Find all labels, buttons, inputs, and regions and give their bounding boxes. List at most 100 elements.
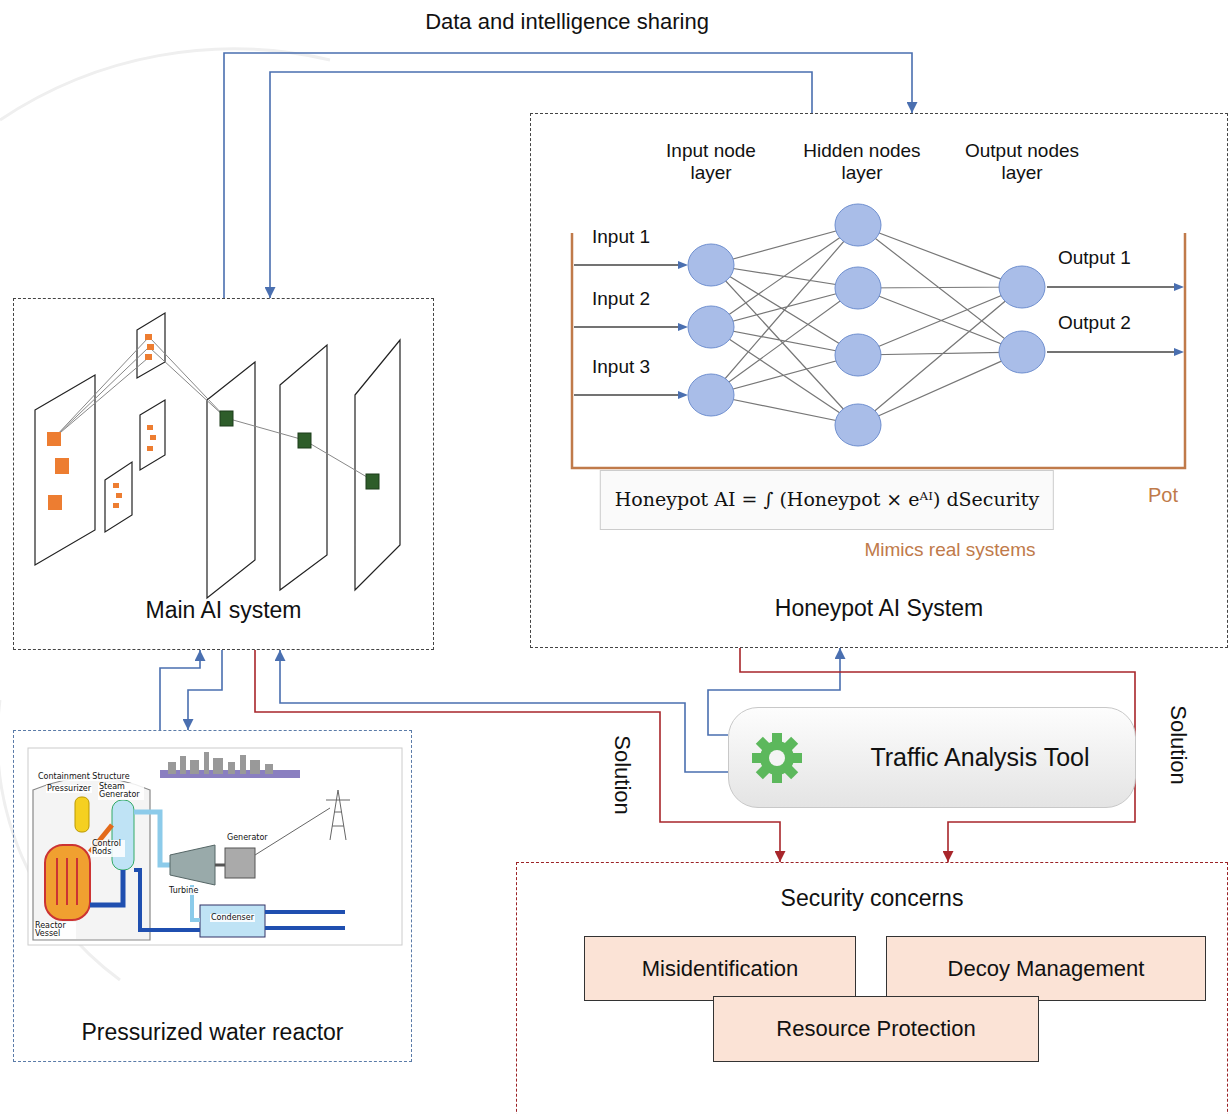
reactor-illustration: [215, 864, 225, 867]
reactor-illustration: [28, 748, 402, 945]
neural-network: [574, 394, 684, 395]
reactor-illustration: [255, 790, 350, 855]
formula: Honeypot AI = ∫ (Honeypot × eᴬᴵ) dSecuri…: [600, 470, 1054, 530]
neural-network: [835, 204, 881, 246]
cnn-illustration: [147, 446, 153, 451]
part-label: Condenser: [210, 914, 255, 922]
reactor-illustration: [168, 762, 176, 774]
cnn-illustration: [145, 334, 152, 340]
part-label: Generator: [226, 834, 269, 842]
diagram-label: Input 3: [592, 356, 650, 378]
neural-network: [688, 306, 734, 348]
part-label: Reactor Vessel: [34, 922, 76, 939]
node-title: Decoy Management: [948, 956, 1145, 981]
neural-network: [678, 391, 688, 399]
reactor-illustration: [180, 756, 186, 774]
node-title: Traffic Analysis Tool: [870, 743, 1089, 772]
reactor-illustration: [225, 848, 255, 878]
node-title: Resource Protection: [776, 1016, 975, 1041]
neural-network: [999, 266, 1045, 308]
reactor-illustration: [134, 870, 200, 930]
cnn-illustration: [207, 362, 255, 598]
reactor-illustration: [255, 808, 330, 855]
connector: [255, 650, 780, 862]
neural-network: [678, 261, 688, 269]
cnn-illustration: [113, 503, 119, 508]
reactor-illustration: [66, 858, 68, 905]
diagram-label: Hidden nodes layer: [797, 140, 927, 184]
diagram-label: Output nodes layer: [957, 140, 1087, 184]
neural-network: [678, 323, 688, 331]
neural-network: [711, 225, 1022, 425]
cnn-illustration: [145, 354, 152, 360]
cnn-illustration: [150, 338, 226, 418]
cnn-illustration: [55, 458, 69, 474]
neural-network: [1174, 348, 1184, 356]
neural-network: [858, 225, 1022, 425]
reactor-illustration: [75, 797, 89, 832]
diagram-label: Input node layer: [646, 140, 776, 184]
neural-network: [1174, 283, 1184, 291]
reactor-illustration: [57, 858, 77, 905]
neural-network: [688, 374, 734, 416]
reactor-illustration: [90, 870, 123, 905]
reactor-illustration: [265, 926, 345, 930]
cnn-illustration: [220, 411, 379, 489]
diagram-label: Input 2: [592, 288, 650, 310]
reactor-illustration: [190, 760, 199, 774]
cnn-illustration: [355, 340, 400, 590]
neural-network: [688, 244, 734, 286]
reactor-illustration: [112, 800, 134, 870]
reactor-illustration: [213, 758, 223, 774]
reactor-illustration: [76, 858, 78, 905]
cnn-illustration: [147, 344, 154, 350]
edge-label: Solution: [609, 732, 635, 818]
reactor-illustration: [326, 790, 350, 840]
neural-network: [835, 404, 881, 446]
cnn-illustration: [366, 474, 379, 489]
system-box: Main AI system: [13, 298, 434, 650]
reactor-illustration: [240, 755, 246, 774]
part-label: Control Rods: [91, 840, 125, 857]
node-title: Honeypot AI System: [775, 595, 983, 621]
reactor-illustration: [33, 778, 150, 941]
cnn-illustration: [280, 345, 327, 590]
node-title: Main AI system: [146, 597, 302, 623]
gear-body: [760, 741, 794, 775]
cnn-illustration: [150, 348, 226, 418]
neural-network: [574, 265, 1176, 395]
connector: [188, 650, 222, 730]
connector: [224, 53, 912, 298]
diagram-label: Pot: [1148, 484, 1178, 507]
cnn-illustration: [35, 313, 400, 598]
neural-network: [688, 204, 1045, 446]
reactor-illustration: [168, 752, 273, 774]
connector: [270, 72, 812, 298]
cnn-illustration: [304, 440, 372, 480]
node-title: Pressurized water reactor: [81, 1019, 343, 1045]
cnn-illustration: [105, 462, 132, 532]
diagram-label: Mimics real systems: [864, 539, 1035, 561]
cnn-illustration: [35, 313, 400, 598]
neural-network: [678, 261, 1184, 399]
cnn-illustration: [140, 400, 165, 470]
reactor-illustration: [265, 764, 273, 774]
cnn-illustration: [54, 358, 148, 438]
neural-network: [574, 326, 684, 327]
connector: [740, 648, 1135, 862]
concern-box: Resource Protection: [713, 996, 1039, 1062]
reactor-illustration: [170, 845, 215, 885]
neural-network: [572, 204, 1185, 468]
gear-hole: [769, 750, 785, 766]
neural-network: [1047, 286, 1176, 287]
reactor-illustration: [200, 905, 265, 937]
gear-icon: [752, 733, 802, 783]
node-title: Security concerns: [781, 885, 964, 911]
cnn-illustration: [226, 418, 304, 440]
concern-box: Decoy Management: [886, 936, 1206, 1001]
cnn-illustration: [54, 348, 148, 438]
reactor-illustration: [56, 858, 58, 905]
diagram-label: Output 2: [1058, 312, 1131, 334]
neural-network: [999, 331, 1045, 373]
